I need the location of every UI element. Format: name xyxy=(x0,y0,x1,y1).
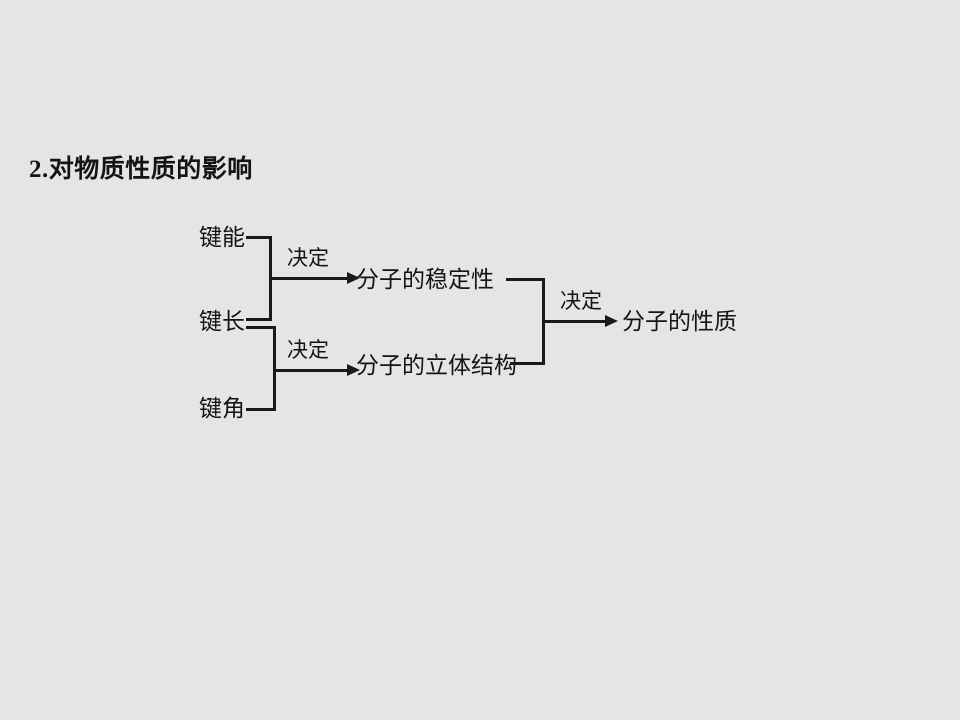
connector-structure xyxy=(510,362,545,365)
arrow-shaft-to-stability xyxy=(269,277,347,280)
arrow-shaft-to-properties xyxy=(542,320,605,323)
arrow-label-determines-3: 决定 xyxy=(560,289,602,313)
node-bond-energy: 键能 xyxy=(199,225,245,250)
arrow-label-determines-2: 决定 xyxy=(287,338,329,362)
arrow-shaft-to-structure xyxy=(273,369,347,372)
connector-bond-angle xyxy=(246,408,276,411)
connector-bond-length-lower xyxy=(246,326,276,329)
arrow-label-determines-1: 决定 xyxy=(287,246,329,270)
connector-stability xyxy=(506,278,545,281)
slide-title: 2.对物质性质的影响 xyxy=(29,156,253,183)
node-bond-angle: 键角 xyxy=(199,396,245,421)
node-bond-length: 键长 xyxy=(199,309,245,334)
bracket-length-angle xyxy=(273,326,276,411)
arrow-head-to-structure xyxy=(347,364,360,376)
connector-bond-length-upper xyxy=(246,318,272,321)
node-molecular-3d-structure: 分子的立体结构 xyxy=(356,353,517,378)
node-molecular-properties: 分子的性质 xyxy=(622,309,737,334)
node-molecular-stability: 分子的稳定性 xyxy=(356,267,494,292)
arrow-head-to-stability xyxy=(347,272,360,284)
arrow-head-to-properties xyxy=(605,315,618,327)
connector-bond-energy xyxy=(246,236,272,239)
